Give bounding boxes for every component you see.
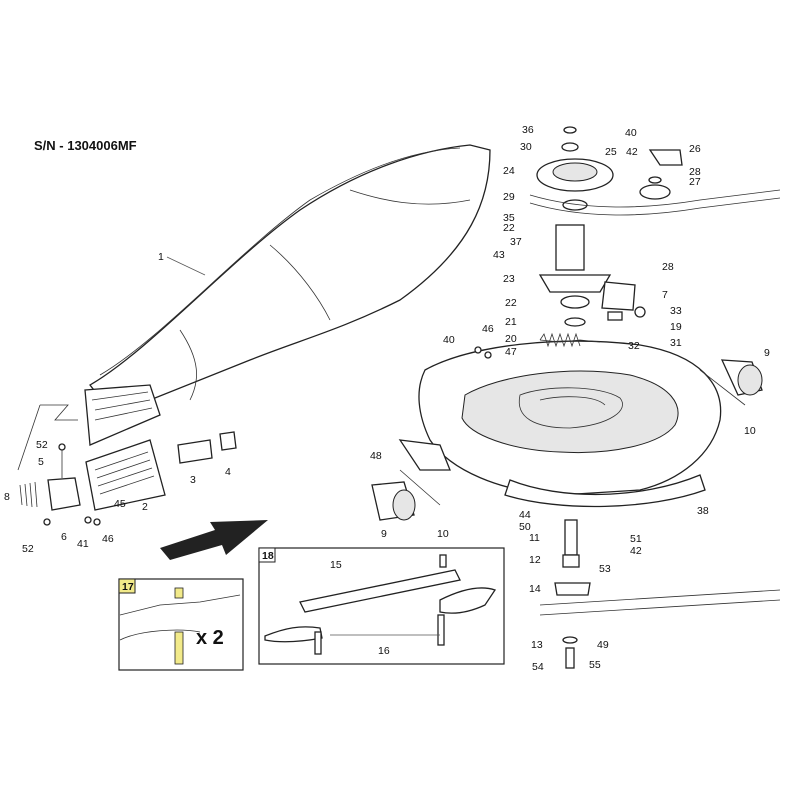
callout-45: 45 xyxy=(114,498,126,510)
tension-arm xyxy=(601,281,646,321)
drive-belt xyxy=(529,189,781,216)
callout-20: 20 xyxy=(505,333,517,345)
direction-arrow xyxy=(160,520,268,560)
callout-32: 32 xyxy=(628,340,640,352)
callout-9-right: 9 xyxy=(764,347,770,359)
callout-14: 14 xyxy=(529,583,541,595)
callout-41: 41 xyxy=(77,538,89,550)
callout-51: 51 xyxy=(630,533,642,545)
inset-box-17-number: 17 xyxy=(122,581,134,593)
callout-12: 12 xyxy=(529,554,541,566)
callout-3: 3 xyxy=(190,474,196,486)
callout-7: 7 xyxy=(662,289,668,301)
idler-pulley xyxy=(639,149,683,200)
callout-5: 5 xyxy=(38,456,44,468)
blade-spindle xyxy=(539,519,781,669)
roller-right xyxy=(720,359,763,396)
callout-28-mid: 28 xyxy=(662,261,674,273)
callout-27: 27 xyxy=(689,176,701,188)
callout-16: 16 xyxy=(378,645,390,657)
callout-1: 1 xyxy=(158,251,164,263)
callout-21: 21 xyxy=(505,316,517,328)
callout-43: 43 xyxy=(493,249,505,261)
chute-clips xyxy=(177,431,237,464)
pulley-stack xyxy=(536,126,614,343)
callout-47: 47 xyxy=(505,346,517,358)
callout-28-top: 28 xyxy=(689,166,701,178)
callout-29: 29 xyxy=(503,191,515,203)
quantity-label: x 2 xyxy=(196,627,224,649)
callout-55: 55 xyxy=(589,659,601,671)
callout-10-left: 10 xyxy=(437,528,449,540)
callout-54: 54 xyxy=(532,661,544,673)
deflector-flap xyxy=(85,439,166,511)
callout-36: 36 xyxy=(522,124,534,136)
callout-labels: 1 2 3 4 5 6 8 9 9 10 10 11 12 13 14 15 1… xyxy=(4,124,770,673)
deflector-rod xyxy=(40,404,78,421)
callout-23: 23 xyxy=(503,273,515,285)
callout-35: 35 xyxy=(503,212,515,224)
callout-4: 4 xyxy=(225,466,231,478)
roller-left xyxy=(371,481,416,521)
callout-38: 38 xyxy=(697,505,709,517)
callout-31: 31 xyxy=(670,337,682,349)
mower-deck xyxy=(398,340,746,508)
callout-26: 26 xyxy=(689,143,701,155)
serial-number: S/N - 1304006MF xyxy=(34,138,137,153)
callout-13: 13 xyxy=(531,639,543,651)
callout-37: 37 xyxy=(510,236,522,248)
callout-19: 19 xyxy=(670,321,682,333)
callout-6: 6 xyxy=(61,531,67,543)
callout-10-right: 10 xyxy=(744,425,756,437)
inset-box-blade-set: 18 xyxy=(258,547,505,665)
spring xyxy=(539,332,581,348)
callout-46-top: 46 xyxy=(482,323,494,335)
callout-40-left: 40 xyxy=(443,334,455,346)
callout-33: 33 xyxy=(670,305,682,317)
callout-52-bottom: 52 xyxy=(22,543,34,555)
callout-22-top: 22 xyxy=(503,222,515,234)
callout-22-bottom: 22 xyxy=(505,297,517,309)
callout-2: 2 xyxy=(142,501,148,513)
callout-53: 53 xyxy=(599,563,611,575)
callout-15: 15 xyxy=(330,559,342,571)
hinge-bracket xyxy=(19,443,81,526)
callout-8: 8 xyxy=(4,491,10,503)
callout-30: 30 xyxy=(520,141,532,153)
callout-11: 11 xyxy=(529,532,540,544)
callout-9-left: 9 xyxy=(381,528,387,540)
callout-40-top: 40 xyxy=(625,127,637,139)
callout-42-bottom: 42 xyxy=(630,545,642,557)
callout-48: 48 xyxy=(370,450,382,462)
callout-50: 50 xyxy=(519,521,531,533)
inset-box-blade-kit: 17 x 2 xyxy=(118,578,244,671)
callout-44: 44 xyxy=(519,509,531,521)
callout-46-bottom: 46 xyxy=(102,533,114,545)
inset-box-18-number: 18 xyxy=(262,550,274,562)
callout-42-top: 42 xyxy=(626,146,638,158)
discharge-chute xyxy=(84,144,491,446)
callout-25: 25 xyxy=(605,146,617,158)
callout-52-top: 52 xyxy=(36,439,48,451)
callout-49: 49 xyxy=(597,639,609,651)
callout-24: 24 xyxy=(503,165,515,177)
